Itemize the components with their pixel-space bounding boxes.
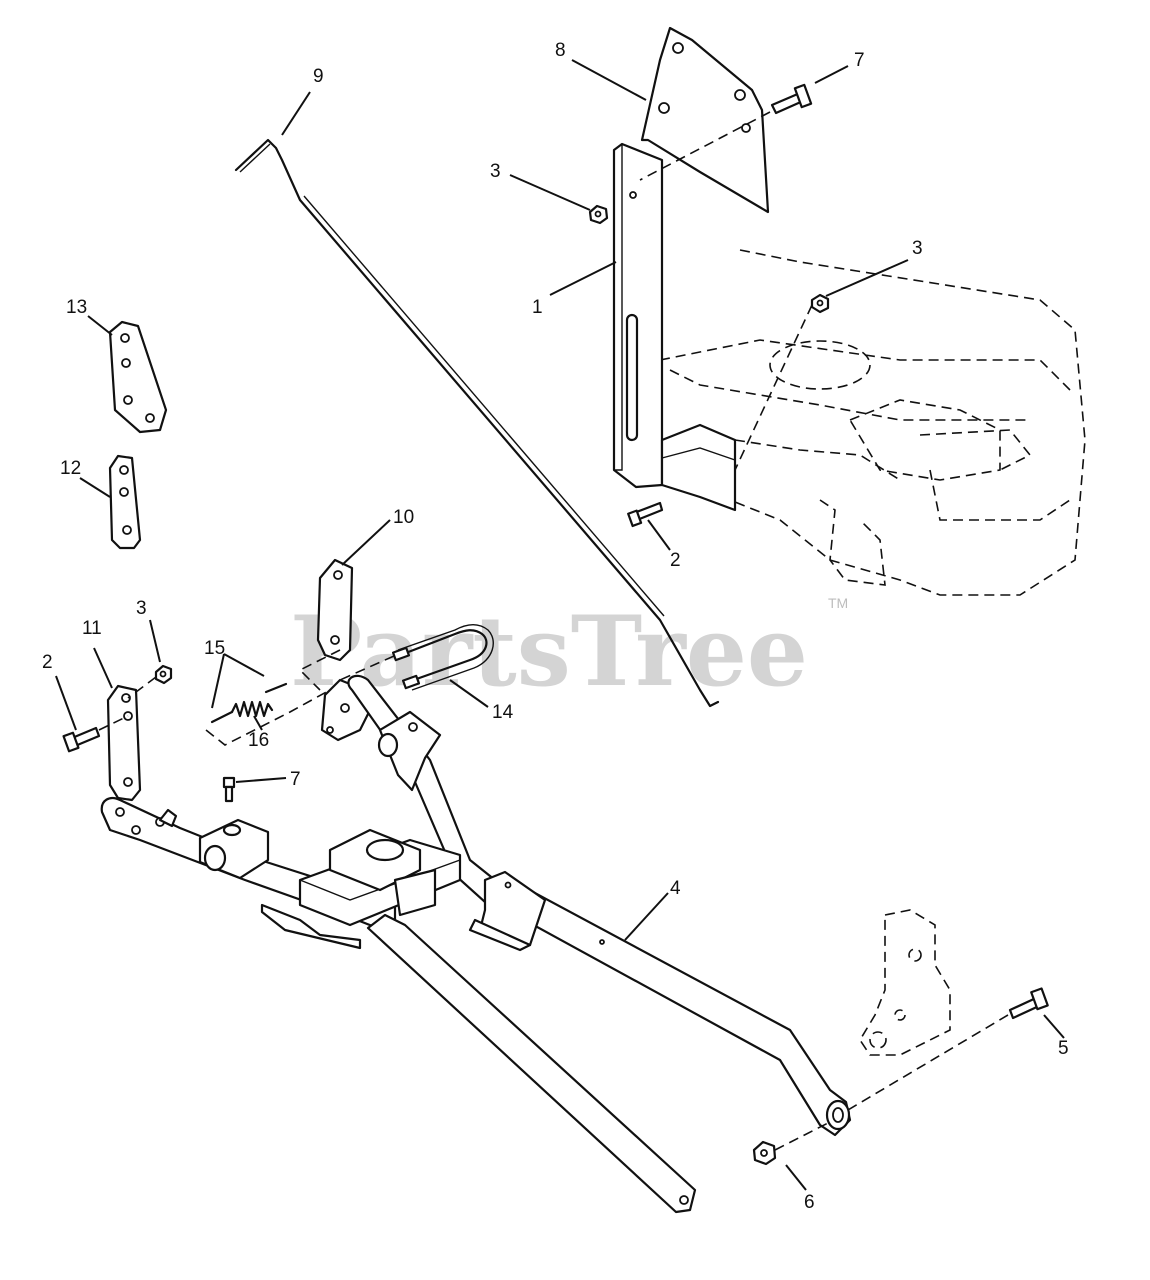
callout-9: 13 <box>66 297 87 318</box>
part-16-fitting <box>222 776 236 803</box>
callout-3-upper: 3 <box>490 161 501 182</box>
watermark-trademark: TM <box>828 595 848 611</box>
part-9-plate <box>108 320 168 434</box>
part-3-nut-lower <box>127 664 173 699</box>
callout-7-upper: 10 <box>393 507 414 528</box>
part-12-pins <box>210 682 288 724</box>
part-15-nut <box>752 1121 831 1166</box>
callout-13: 16 <box>248 730 269 751</box>
callout-6: 9 <box>313 66 324 87</box>
callout-10: 4 <box>670 878 681 899</box>
part-5-bracket <box>640 26 770 214</box>
callout-16: 7 <box>290 769 301 790</box>
callout-3-right: 3 <box>912 238 923 259</box>
callout-5: 8 <box>555 40 566 61</box>
part-2-bolt-upper <box>627 501 664 528</box>
callout-8: 12 <box>60 458 81 479</box>
part-4-bolt <box>639 83 813 181</box>
part-14-bolt <box>847 987 1049 1111</box>
callout-11: 14 <box>492 702 514 723</box>
callout-2-lower: 2 <box>42 652 53 673</box>
part-7-link-upper <box>298 558 354 691</box>
callout-4: 7 <box>854 50 865 71</box>
callout-labels: 8 7 9 3 3 1 13 12 10 2 3 11 15 2 14 16 7… <box>42 40 1069 1213</box>
callout-2-upper: 2 <box>670 550 681 571</box>
callout-15: 6 <box>804 1192 815 1213</box>
callout-14: 5 <box>1058 1038 1069 1059</box>
leader-4 <box>814 65 849 84</box>
part-1-lift-bar <box>612 142 737 512</box>
callout-12: 15 <box>204 638 225 659</box>
part-6-rod <box>234 138 720 708</box>
part-7-link-lower <box>106 684 142 802</box>
part-3-nut-right <box>734 293 830 471</box>
part-8-link <box>108 454 142 550</box>
callout-3-lower: 3 <box>136 598 147 619</box>
hitch-plate-outline <box>859 909 951 1056</box>
callout-7-lower: 11 <box>82 618 102 639</box>
part-11-u-bolt <box>339 624 494 691</box>
part-13-spring <box>205 689 331 746</box>
part-10-lift-frame <box>100 674 852 1214</box>
tractor-frame-outline <box>659 249 1086 596</box>
callout-1: 1 <box>532 297 543 318</box>
part-2-bolt-lower <box>62 715 129 753</box>
leader-lines <box>55 59 1065 1191</box>
part-3-nut-upper <box>588 204 609 225</box>
